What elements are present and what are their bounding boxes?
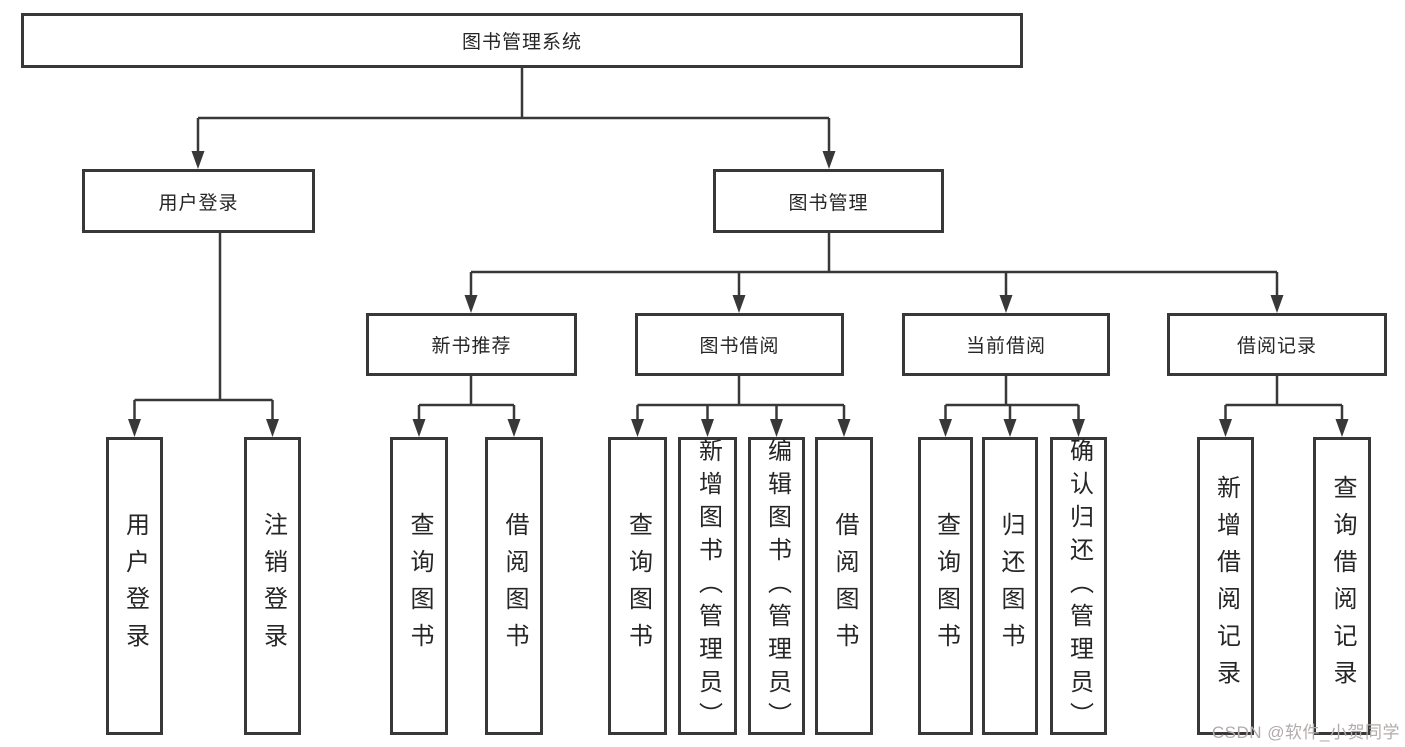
arrowhead <box>464 295 478 313</box>
tree-edges <box>133 68 1344 425</box>
leaf-label: 查询图书 <box>406 512 433 660</box>
node-label: 图书管理系统 <box>461 32 582 53</box>
arrowhead <box>1072 419 1085 437</box>
node-label: 借阅记录 <box>1236 336 1317 357</box>
node-label: 当前借阅 <box>965 336 1046 357</box>
leaf-borrow-books-recommend: 借阅图书 <box>485 437 543 735</box>
arrowhead <box>770 419 783 437</box>
arrowhead-group <box>128 151 1349 437</box>
leaf-logout: 注销登录 <box>244 437 301 735</box>
leaf-query-books-current: 查询图书 <box>918 437 973 735</box>
node-label: 图书借阅 <box>699 336 780 357</box>
leaf-label: 查询借阅记录 <box>1329 475 1356 697</box>
arrowhead <box>266 419 279 437</box>
leaf-label: 查询图书 <box>932 512 960 660</box>
node-label: 新书推荐 <box>431 336 512 357</box>
leaf-query-books-recommend: 查询图书 <box>390 437 448 735</box>
leaf-label: 查询图书 <box>624 512 652 660</box>
leaf-label: 归还图书 <box>997 512 1024 660</box>
leaf-add-borrow-record: 新增借阅记录 <box>1197 437 1254 735</box>
arrowhead <box>837 419 851 437</box>
arrowhead <box>939 419 952 437</box>
arrowhead <box>191 151 205 169</box>
arrowhead <box>822 151 836 169</box>
leaf-label: 新增借阅记录 <box>1212 475 1240 697</box>
leaf-user-login: 用户登录 <box>106 437 163 735</box>
arrowhead <box>732 295 746 313</box>
node-label: 用户登录 <box>158 192 239 214</box>
node-book-management: 图书管理 <box>713 169 944 233</box>
csdn-watermark: CSDN @软件_小贺同学 <box>1211 723 1400 742</box>
arrowhead <box>1219 419 1232 437</box>
arrowhead <box>701 419 714 437</box>
leaf-confirm-return-admin: 确认归还（管理员） <box>1050 437 1107 735</box>
arrowhead <box>631 419 644 437</box>
leaf-query-books-borrow: 查询图书 <box>608 437 667 735</box>
leaf-add-book-admin: 新增图书（管理员） <box>678 437 737 735</box>
arrowhead <box>999 295 1013 313</box>
arrowhead <box>507 419 521 437</box>
leaf-label: 编辑图书（管理员） <box>763 437 791 735</box>
leaf-label: 注销登录 <box>259 512 287 660</box>
leaf-label: 新增图书（管理员） <box>694 437 722 735</box>
leaf-edit-book-admin: 编辑图书（管理员） <box>748 437 805 735</box>
leaf-borrow-books-borrow: 借阅图书 <box>815 437 873 735</box>
arrowhead <box>412 419 426 437</box>
node-user-login: 用户登录 <box>82 169 315 233</box>
leaf-query-borrow-record: 查询借阅记录 <box>1313 437 1371 735</box>
leaf-label: 借阅图书 <box>831 512 858 660</box>
node-library-management-system: 图书管理系统 <box>21 13 1023 68</box>
node-book-borrowing: 图书借阅 <box>635 313 844 376</box>
leaf-label: 确认归还（管理员） <box>1065 437 1093 735</box>
arrowhead <box>1270 295 1284 313</box>
node-current-borrowing: 当前借阅 <box>902 313 1110 376</box>
arrowhead <box>128 419 141 437</box>
node-new-book-recommend: 新书推荐 <box>366 313 577 376</box>
leaf-label: 借阅图书 <box>501 512 528 660</box>
leaf-return-book: 归还图书 <box>982 437 1038 735</box>
node-label: 图书管理 <box>788 192 869 214</box>
arrowhead <box>1335 419 1349 437</box>
leaf-label: 用户登录 <box>121 512 149 660</box>
arrowhead <box>1003 419 1017 437</box>
node-borrowing-records: 借阅记录 <box>1167 313 1387 376</box>
